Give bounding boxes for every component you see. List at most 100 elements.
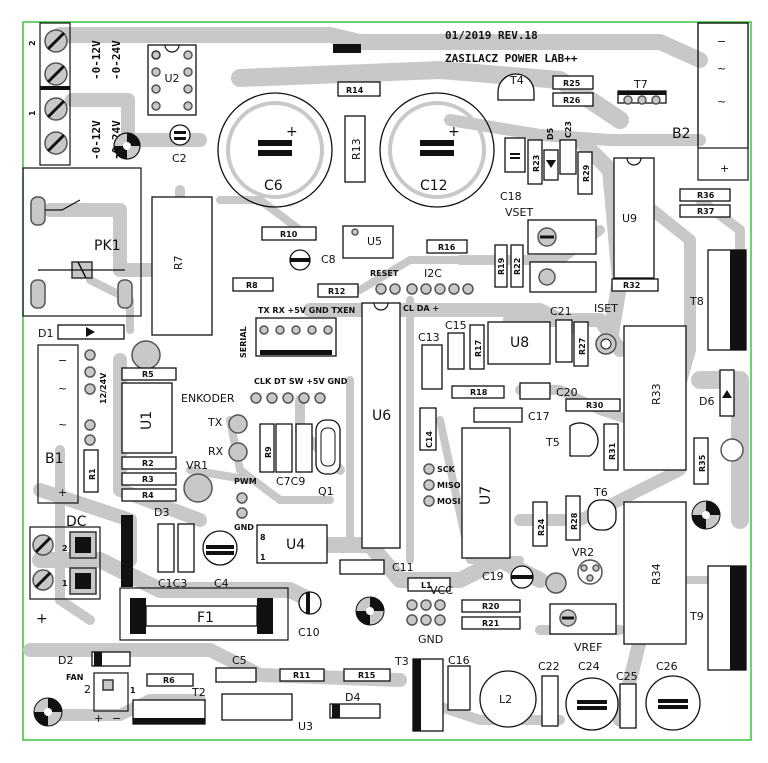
r4-resistor: R4 [121, 488, 177, 502]
r9-label: R9 [264, 446, 273, 458]
c2-capacitor: C2 [169, 124, 191, 165]
reset-header[interactable] [375, 283, 401, 295]
r37-label: R37 [697, 207, 714, 216]
r34-resistor: R34 [623, 501, 687, 645]
r2-label: R2 [142, 459, 154, 468]
pin-2-label: 2 [28, 40, 37, 46]
header-smd-pad [333, 44, 361, 53]
r27-resistor: R27 [573, 321, 589, 367]
c8-label: C8 [321, 253, 336, 266]
u4-pin8: 8 [260, 533, 266, 542]
encoder-header[interactable] [250, 392, 326, 404]
r19-resistor: R19 [494, 244, 508, 288]
u1-label: U1 [139, 411, 155, 430]
c24-label: C24 [578, 660, 600, 673]
u4-label: U4 [286, 537, 305, 553]
c18-capacitor: C18 [500, 137, 526, 203]
vset-label: VSET [505, 206, 533, 219]
serial-pins-label: TX RX +5V GND TXEN [258, 306, 355, 315]
vset-potentiometer [527, 219, 597, 255]
r26-label: R26 [563, 96, 581, 105]
vr1-potentiometer[interactable]: VR1 [183, 459, 213, 503]
vcc-label: VCC [430, 584, 453, 597]
isp-pads[interactable] [423, 463, 435, 507]
u8-ic: U8 [487, 321, 551, 365]
r31-resistor: R31 [603, 423, 619, 471]
r20-label: R20 [482, 602, 500, 611]
r10-resistor: R10 [261, 226, 317, 241]
sck-label: SCK [437, 465, 456, 474]
dc-pin-2: 2 [62, 544, 68, 553]
r21-resistor: R21 [461, 616, 521, 630]
c12-plus: + [448, 124, 460, 140]
jumper-12-24v[interactable] [84, 349, 96, 446]
t2-transistor: T2 [132, 686, 206, 725]
d6-diode: D6 [699, 369, 735, 417]
r29-resistor: R29 [577, 151, 593, 195]
b1-connector: − ~ ~ + B1 [37, 344, 79, 504]
vref-potentiometer[interactable] [549, 603, 617, 635]
t3-label: T3 [394, 655, 409, 668]
tx-label: TX [207, 416, 223, 429]
t9-label: T9 [689, 610, 704, 623]
r27-label: R27 [578, 338, 587, 355]
u6-label: U6 [372, 408, 391, 424]
r13-resistor: R13 [344, 115, 366, 183]
r34-label: R34 [650, 563, 663, 585]
mounting-hole-middle [355, 596, 385, 626]
c19-capacitor: C19 [482, 565, 534, 589]
vr2-potentiometer[interactable] [545, 559, 603, 594]
c16-capacitor: C16 [447, 654, 471, 711]
r1-label: R1 [88, 468, 97, 480]
r3-resistor: R3 [121, 472, 177, 486]
mounting-hole-bottom-left [33, 697, 63, 727]
encoder-pins-label: CLK DT SW +5V GND [254, 377, 348, 386]
l1-label: L1 [421, 581, 432, 590]
r5-label: R5 [142, 370, 154, 379]
i2c-label: I2C [424, 267, 442, 280]
r14-label: R14 [346, 86, 364, 95]
r8-label: R8 [246, 281, 258, 290]
c13-label: C13 [418, 331, 440, 344]
pin-1-label: 1 [28, 110, 37, 116]
c14-label: C14 [425, 431, 434, 448]
fan-connector[interactable]: 2 1 [84, 672, 136, 712]
b2-connector: − ~ ~ + B2 [672, 22, 749, 181]
r21-label: R21 [482, 619, 500, 628]
c12-capacitor: + C12 [379, 92, 495, 208]
c14-capacitor: C14 [419, 407, 437, 451]
fan-pin-1: 1 [130, 686, 136, 695]
vr2-label: VR2 [572, 546, 594, 559]
tx-led [228, 414, 248, 434]
d3-label: D3 [154, 506, 169, 519]
r25-label: R25 [563, 79, 581, 88]
pwm-header[interactable] [236, 492, 248, 519]
c13-capacitor: C13 [418, 331, 443, 390]
c23-capacitor: C23 [559, 121, 577, 175]
r6-resistor: R6 [146, 673, 194, 687]
r24-label: R24 [537, 518, 546, 536]
u5-label: U5 [367, 235, 382, 248]
c15-label: C15 [445, 319, 467, 332]
serial-header[interactable] [255, 317, 337, 357]
c1-c3-capacitors: C1C3 [157, 523, 195, 590]
c5-label: C5 [232, 654, 247, 667]
r31-label: R31 [608, 442, 617, 460]
r26-resistor: R26 [552, 92, 594, 107]
c2-label: C2 [172, 152, 187, 165]
i2c-header[interactable] [406, 283, 474, 295]
r16-label: R16 [438, 243, 456, 252]
iset-potentiometer[interactable] [595, 333, 617, 355]
vcc-gnd-header[interactable] [406, 599, 446, 626]
gnd-label: GND [234, 523, 254, 532]
r7-resistor: R7 [151, 196, 213, 336]
pwm-label: PWM [234, 477, 257, 486]
r35-pad [720, 438, 744, 462]
u7-label: U7 [478, 486, 494, 505]
r36-label: R36 [697, 191, 715, 200]
c17-label: C17 [528, 410, 550, 423]
fan-label: FAN [66, 673, 83, 682]
r16-resistor: R16 [426, 239, 468, 254]
c12-label: C12 [420, 178, 448, 194]
r33-resistor: R33 [623, 325, 687, 471]
